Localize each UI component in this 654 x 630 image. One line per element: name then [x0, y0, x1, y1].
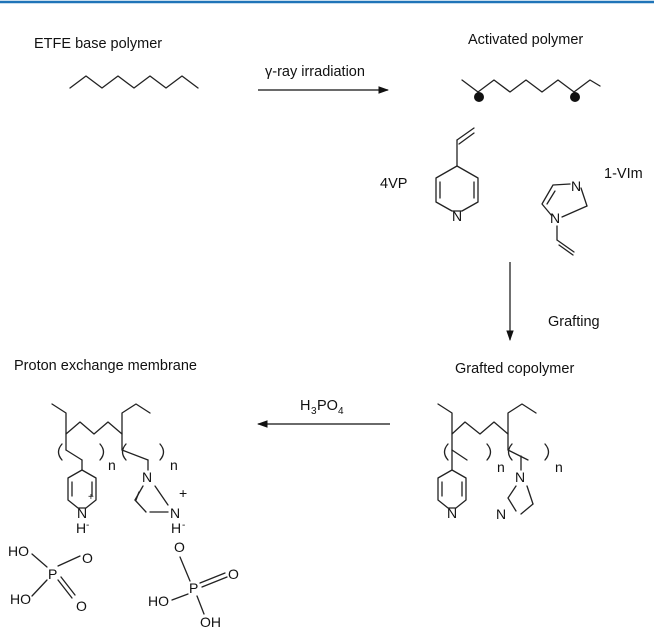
- svg-text:HO: HO: [148, 593, 169, 609]
- svg-text:P: P: [48, 566, 57, 582]
- activated-label: Activated polymer: [468, 32, 583, 48]
- svg-text:n: n: [497, 459, 505, 475]
- svg-text:H: H: [76, 520, 86, 536]
- etfe-label: ETFE base polymer: [34, 36, 162, 52]
- vim-label: 1-VIm: [604, 166, 643, 182]
- pem-label: Proton exchange membrane: [14, 358, 197, 374]
- phosphoric-acid-2: O HO P O OH: [148, 539, 239, 630]
- svg-text:N: N: [452, 208, 462, 224]
- etfe-chain: [69, 75, 199, 89]
- svg-text:HO: HO: [10, 591, 31, 607]
- svg-text:O: O: [228, 566, 239, 582]
- svg-text:N: N: [170, 505, 180, 521]
- svg-text:H: H: [300, 398, 310, 414]
- svg-text:N: N: [571, 178, 581, 194]
- svg-text:n: n: [555, 459, 563, 475]
- svg-text:OH: OH: [200, 614, 221, 630]
- svg-text:+: +: [179, 485, 187, 501]
- svg-text:O: O: [82, 550, 93, 566]
- svg-text:P: P: [189, 580, 198, 596]
- vp-label: 4VP: [380, 176, 407, 192]
- grafted-label: Grafted copolymer: [455, 361, 574, 377]
- svg-text:N: N: [77, 505, 87, 521]
- radical-dot-2: [570, 92, 580, 102]
- radical-dot-1: [474, 92, 484, 102]
- svg-text:O: O: [76, 598, 87, 614]
- svg-text:n: n: [108, 457, 116, 473]
- irradiation-label: γ-ray irradiation: [265, 64, 365, 80]
- svg-text:N: N: [496, 506, 506, 522]
- svg-text:-: -: [182, 520, 185, 531]
- svg-text:N: N: [447, 505, 457, 521]
- svg-text:N: N: [515, 469, 525, 485]
- svg-text:HO: HO: [8, 543, 29, 559]
- svg-text:4: 4: [338, 406, 344, 417]
- svg-text:H: H: [171, 520, 181, 536]
- svg-text:N: N: [550, 210, 560, 226]
- activated-chain: [461, 79, 601, 93]
- svg-text:n: n: [170, 457, 178, 473]
- acid-label: H 3 PO 4: [300, 398, 344, 417]
- svg-text:PO: PO: [317, 398, 338, 414]
- grafted-copolymer-structure: n N n N N: [437, 403, 563, 522]
- svg-text:O: O: [174, 539, 185, 555]
- phosphoric-acid-1: HO HO P O O: [8, 543, 93, 614]
- svg-text:-: -: [86, 520, 89, 531]
- svg-text:N: N: [142, 469, 152, 485]
- svg-text:3: 3: [311, 406, 317, 417]
- grafting-label: Grafting: [548, 314, 600, 330]
- membrane-structure: n + N H - n N + N H -: [51, 403, 187, 536]
- 1vim-structure: N N: [541, 178, 588, 256]
- 4vp-structure: N: [435, 127, 479, 224]
- svg-text:+: +: [88, 492, 94, 503]
